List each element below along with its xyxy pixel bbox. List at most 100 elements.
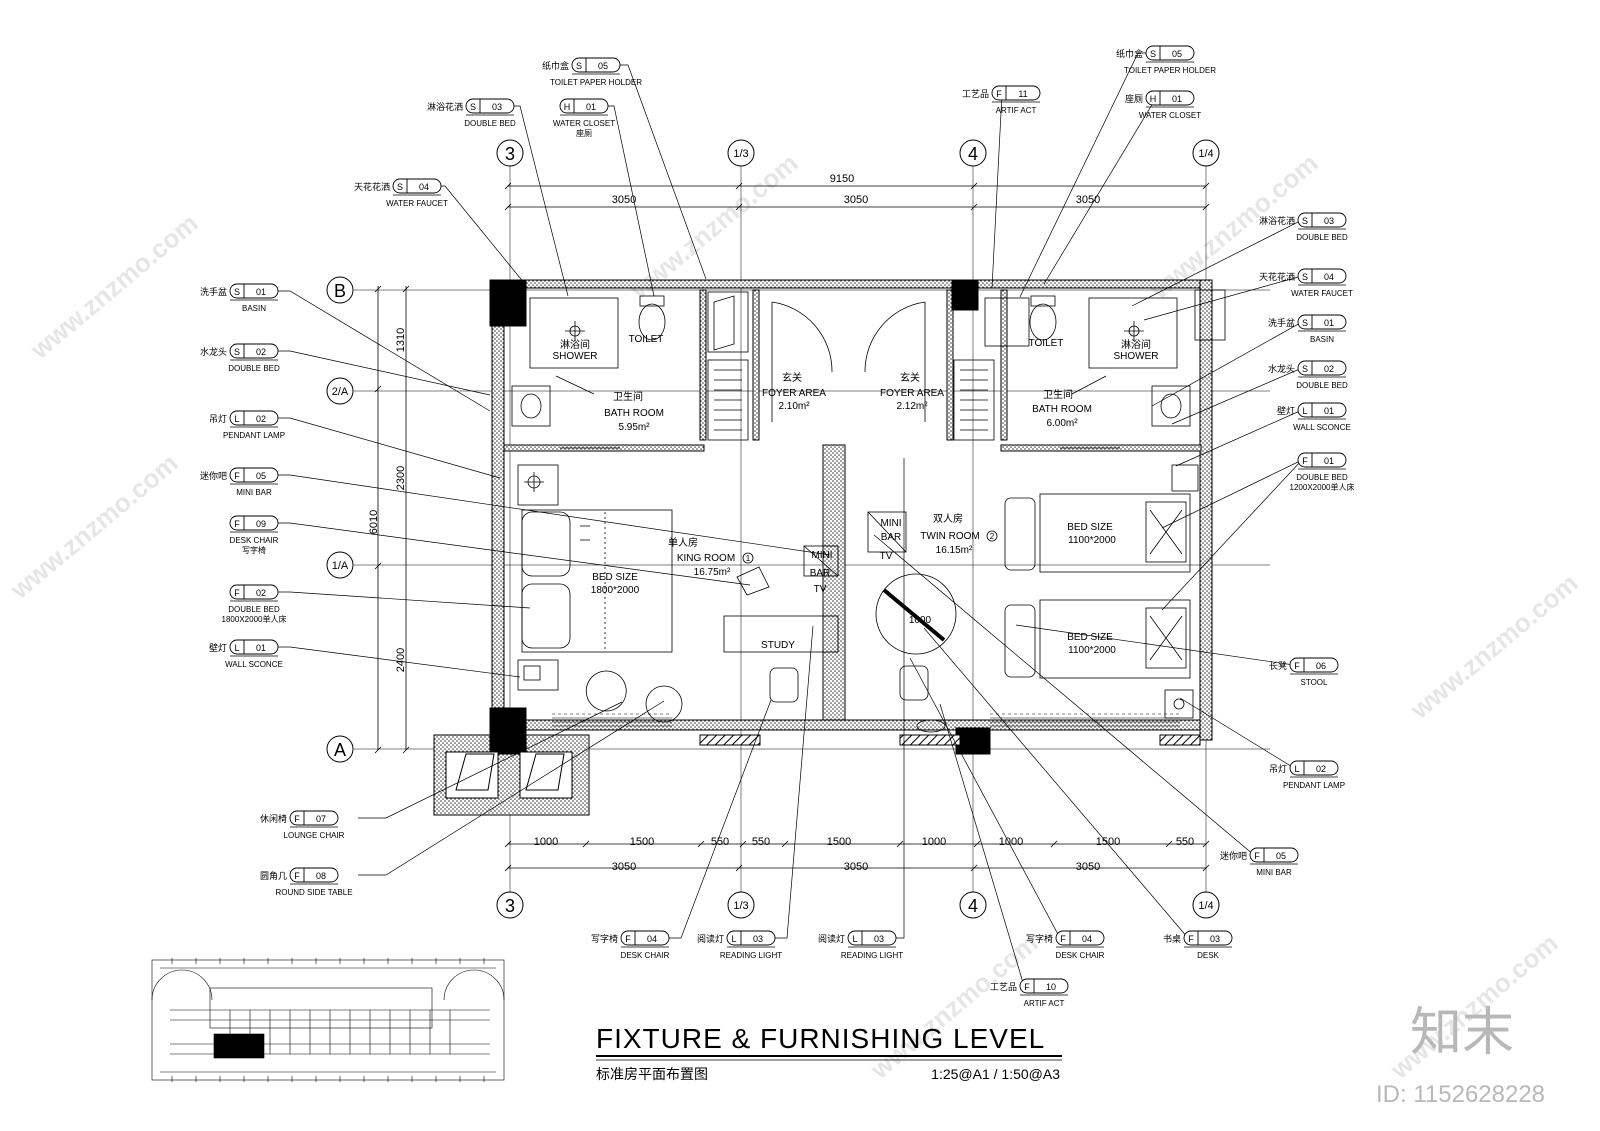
tag-en: BASIN <box>1310 335 1334 344</box>
grid-bubbles <box>326 139 1220 919</box>
twin-bed-size: 1100*2000 <box>1068 645 1116 656</box>
tag-code: F <box>996 89 1002 99</box>
tag-en: DOUBLE BED <box>1296 473 1348 482</box>
tag-code: L <box>234 643 239 653</box>
grid-label: B <box>334 281 346 301</box>
watermark-url: www.znzmo.com <box>4 448 184 606</box>
tag-code: S <box>576 61 582 71</box>
grid-bubble <box>959 891 987 919</box>
grid-label: 1/4 <box>1198 900 1213 912</box>
tag-code: L <box>852 934 857 944</box>
tag-number: 02 <box>1324 364 1334 374</box>
tag-code: F <box>1254 851 1260 861</box>
watermark-logo: 知末 <box>1410 1004 1514 1062</box>
tag-cn: 阅读灯 <box>818 933 845 944</box>
tag-number: 03 <box>753 934 763 944</box>
tag-code: S <box>234 347 240 357</box>
walls <box>433 279 1213 816</box>
tag-cn: 书桌 <box>1163 933 1181 944</box>
bath-label: BATH ROOM <box>1032 404 1092 415</box>
dim-bottom: 1000 <box>534 836 558 848</box>
dim-bottom: 550 <box>1176 836 1194 848</box>
tag-cn: 休闲椅 <box>260 813 287 824</box>
bar-label: BAR <box>881 532 902 543</box>
tag-number: 01 <box>586 102 596 112</box>
tag-number: 03 <box>874 934 884 944</box>
king-room-furniture <box>517 464 839 723</box>
round-table-size: 1000 <box>909 615 932 626</box>
tag-number: 02 <box>256 414 266 424</box>
tag-code: H <box>564 102 571 112</box>
tag-code: H <box>1150 94 1157 104</box>
tag-code: L <box>1302 406 1307 416</box>
grid-label: 1/4 <box>1198 148 1213 160</box>
tag-code: S <box>1302 318 1308 328</box>
tag-cn: 壁灯 <box>1277 405 1295 416</box>
tag-number: 04 <box>1082 934 1092 944</box>
dim-bottom: 1000 <box>999 836 1023 848</box>
tag-cn: 水龙头 <box>200 346 227 357</box>
bath-cn: 卫生间 <box>613 390 643 403</box>
tag-cn: 迷你吧 <box>1220 850 1247 861</box>
foyer-cn: 玄关 <box>900 371 920 384</box>
tag-cn: 工艺品 <box>962 89 989 99</box>
tag-en: WATER FAUCET <box>386 199 448 208</box>
grid-bubble <box>326 551 354 579</box>
twin-label: TWIN ROOM <box>920 531 979 542</box>
tag-code: F <box>625 934 631 944</box>
dim-bottom: 1500 <box>630 836 654 848</box>
tag-cn: 写字椅 <box>1026 933 1053 944</box>
bar-label: BAR <box>810 568 831 579</box>
tag-code: F <box>1024 982 1030 992</box>
dim-bottom-bay: 3050 <box>612 861 636 873</box>
tag-code: F <box>234 519 240 529</box>
watermark-url: www.znzmo.com <box>24 208 204 366</box>
grid-label: 1/3 <box>733 900 748 912</box>
tag-en: DESK CHAIR <box>1056 951 1105 960</box>
bed-size-label: BED SIZE <box>1067 522 1113 533</box>
tag-en: DOUBLE BED <box>464 119 516 128</box>
drawing-subtitle: 标准房平面布置图 <box>596 1066 708 1082</box>
tag-number: 04 <box>647 934 657 944</box>
king-bed-size: 1800*2000 <box>591 585 640 596</box>
grid-labels: 3 1/3 4 1/4 3 1/3 4 1/4 B 2/A 1/A A <box>332 144 1214 916</box>
tag-number: 11 <box>1018 89 1027 99</box>
toilet-label: TOILET <box>629 334 664 345</box>
tag-en: BASIN <box>242 304 266 313</box>
tag-en: ARTIF ACT <box>1024 999 1065 1008</box>
bathroom-fixtures <box>511 289 1226 449</box>
foyer-area: 2.12m² <box>896 401 928 412</box>
tag-number: 05 <box>1276 851 1286 861</box>
shower-label: SHOWER <box>553 351 598 362</box>
bath-area: 6.00m² <box>1046 418 1078 429</box>
foyer-label: FOYER AREA <box>880 388 944 399</box>
tag-code: F <box>294 871 300 881</box>
watermark-id: ID: 1152628228 <box>1376 1081 1545 1108</box>
tag-cn: 洗手盆 <box>200 286 227 297</box>
tag-number: 02 <box>256 347 266 357</box>
tag-en: READING LIGHT <box>720 951 782 960</box>
dim-top-total: 9150 <box>830 173 854 185</box>
watermark-brand: 知末 ID: 1152628228 <box>1376 1004 1545 1108</box>
tag-cn: 壁灯 <box>209 642 227 653</box>
tag-code: L <box>731 934 736 944</box>
tag-en: TOILET PAPER HOLDER <box>1124 66 1216 75</box>
grid-bubble <box>1192 891 1220 919</box>
tag-en: STOOL <box>1301 678 1329 687</box>
tag-en: DOUBLE BED <box>228 605 280 614</box>
tag-code: F <box>1302 456 1308 466</box>
